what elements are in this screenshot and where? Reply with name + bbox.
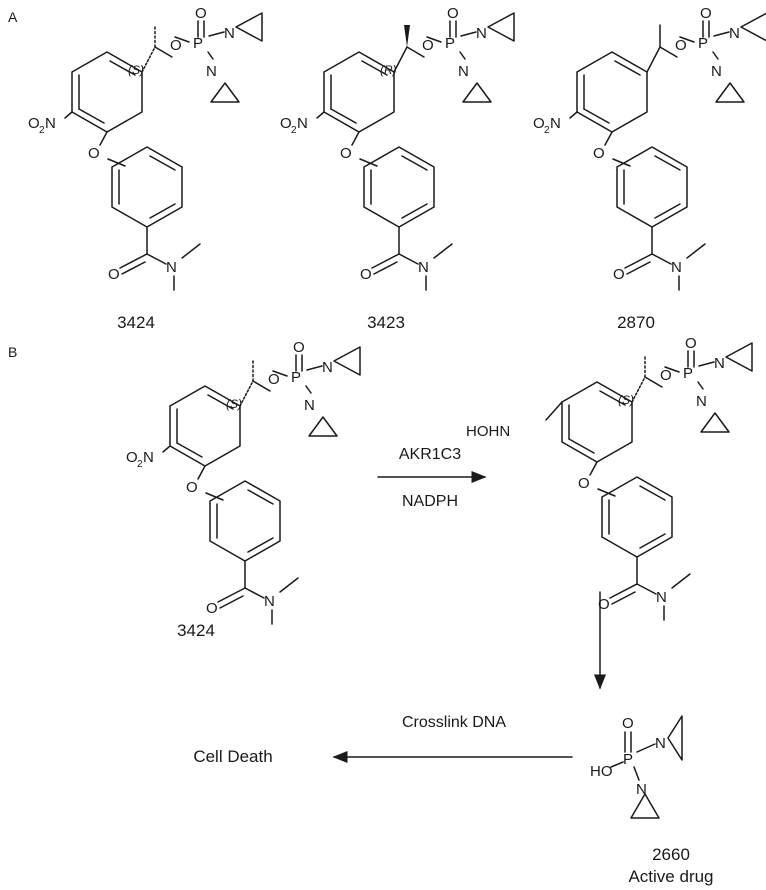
compound-id-3424: 3424 (117, 313, 155, 332)
phosphorus-label: P (193, 35, 203, 52)
aziridine-n-label: N (206, 63, 217, 80)
active-drug-note: Active drug (628, 867, 713, 886)
panel-label-b: B (8, 344, 17, 360)
amide-n-label: N (671, 259, 682, 276)
compound-3423-structure: O 2 N O O N (R) O P O N N (280, 5, 515, 291)
aziridine-n-label: N (714, 355, 725, 372)
aziridine-n-label: N (636, 781, 647, 798)
amide-n-label: N (264, 593, 275, 610)
aziridine-n-label: N (224, 25, 235, 42)
aziridine-n-label: N (322, 359, 333, 376)
aziridine-n-label: N (476, 25, 487, 42)
nitro-subscript: 2 (137, 459, 143, 470)
cofactor-label: NADPH (402, 493, 458, 510)
phosphoryl-o-label: O (685, 335, 697, 352)
hydroxylamine-label: HOHN (466, 423, 510, 440)
carbonyl-o-label: O (613, 266, 625, 283)
prodrug-3424-structure: O 2 N O O N (S) O P O N N (126, 339, 361, 625)
phosphorus-label: P (445, 35, 455, 52)
compound-2870-structure: O 2 N O O N O P O N N (533, 5, 766, 291)
phosphorus-label: P (683, 365, 693, 382)
enzyme-label: AKR1C3 (399, 446, 461, 463)
phosphorus-label: P (291, 369, 301, 386)
crosslink-label: Crosslink DNA (402, 714, 506, 731)
carbonyl-o-label: O (108, 266, 120, 283)
carbonyl-o-label: O (360, 266, 372, 283)
phosphoryl-o-label: O (700, 5, 712, 22)
ether-o-label: O (593, 145, 605, 162)
ether-o-label: O (340, 145, 352, 162)
phosphoryl-o-label: O (293, 339, 305, 356)
compound-id-2870: 2870 (617, 313, 655, 332)
nitro-o-label: O (533, 115, 545, 132)
compound-3424-structure: O 2 N O O N (S) O P O N N (28, 5, 263, 291)
nitro-n-label: N (550, 115, 561, 132)
nitro-subscript: 2 (291, 125, 297, 136)
stereo-descriptor: (S) (226, 397, 242, 411)
aziridine-n-label: N (696, 393, 707, 410)
active-drug-id: 2660 (652, 845, 690, 864)
ester-o-label: O (170, 37, 182, 54)
stereo-descriptor: (S) (128, 63, 144, 77)
amide-n-label: N (166, 259, 177, 276)
aziridine-n-label: N (729, 25, 740, 42)
ether-o-label: O (186, 479, 198, 496)
nitro-o-label: O (280, 115, 292, 132)
ether-o-label: O (578, 475, 590, 492)
ester-o-label: O (660, 367, 672, 384)
aziridine-n-label: N (655, 735, 666, 752)
aziridine-n-label: N (304, 397, 315, 414)
nitro-subscript: 2 (39, 125, 45, 136)
amide-n-label: N (656, 589, 667, 606)
aziridine-n-label: N (458, 63, 469, 80)
panel-label-a: A (8, 9, 18, 25)
aziridine-n-label: N (711, 63, 722, 80)
hydroxyl-label: HO (590, 763, 613, 780)
phosphoryl-o-label: O (447, 5, 459, 22)
stereo-descriptor: (R) (380, 63, 397, 77)
nitro-n-label: N (143, 449, 154, 466)
carbonyl-o-label: O (206, 600, 218, 617)
phosphoryl-o-label: O (195, 5, 207, 22)
ester-o-label: O (422, 37, 434, 54)
nitro-n-label: N (297, 115, 308, 132)
nitro-o-label: O (126, 449, 138, 466)
ester-o-label: O (675, 37, 687, 54)
nitro-n-label: N (45, 115, 56, 132)
nitro-o-label: O (28, 115, 40, 132)
carbonyl-o-label: O (598, 596, 610, 613)
amide-n-label: N (418, 259, 429, 276)
stereo-descriptor: (S) (618, 393, 634, 407)
phosphorus-label: P (623, 751, 633, 768)
hydroxylamine-intermediate-structure: HOHN O O N (S) O P O N N (466, 335, 753, 621)
phosphorus-label: P (698, 35, 708, 52)
active-drug-2660-structure: HO P O N N (590, 715, 683, 819)
prodrug-id-3424: 3424 (177, 621, 215, 640)
ether-o-label: O (88, 145, 100, 162)
nitro-subscript: 2 (544, 125, 550, 136)
ester-o-label: O (268, 371, 280, 388)
compound-id-3423: 3423 (367, 313, 405, 332)
cell-death-label: Cell Death (193, 747, 272, 766)
phosphoryl-o-label: O (622, 715, 634, 732)
